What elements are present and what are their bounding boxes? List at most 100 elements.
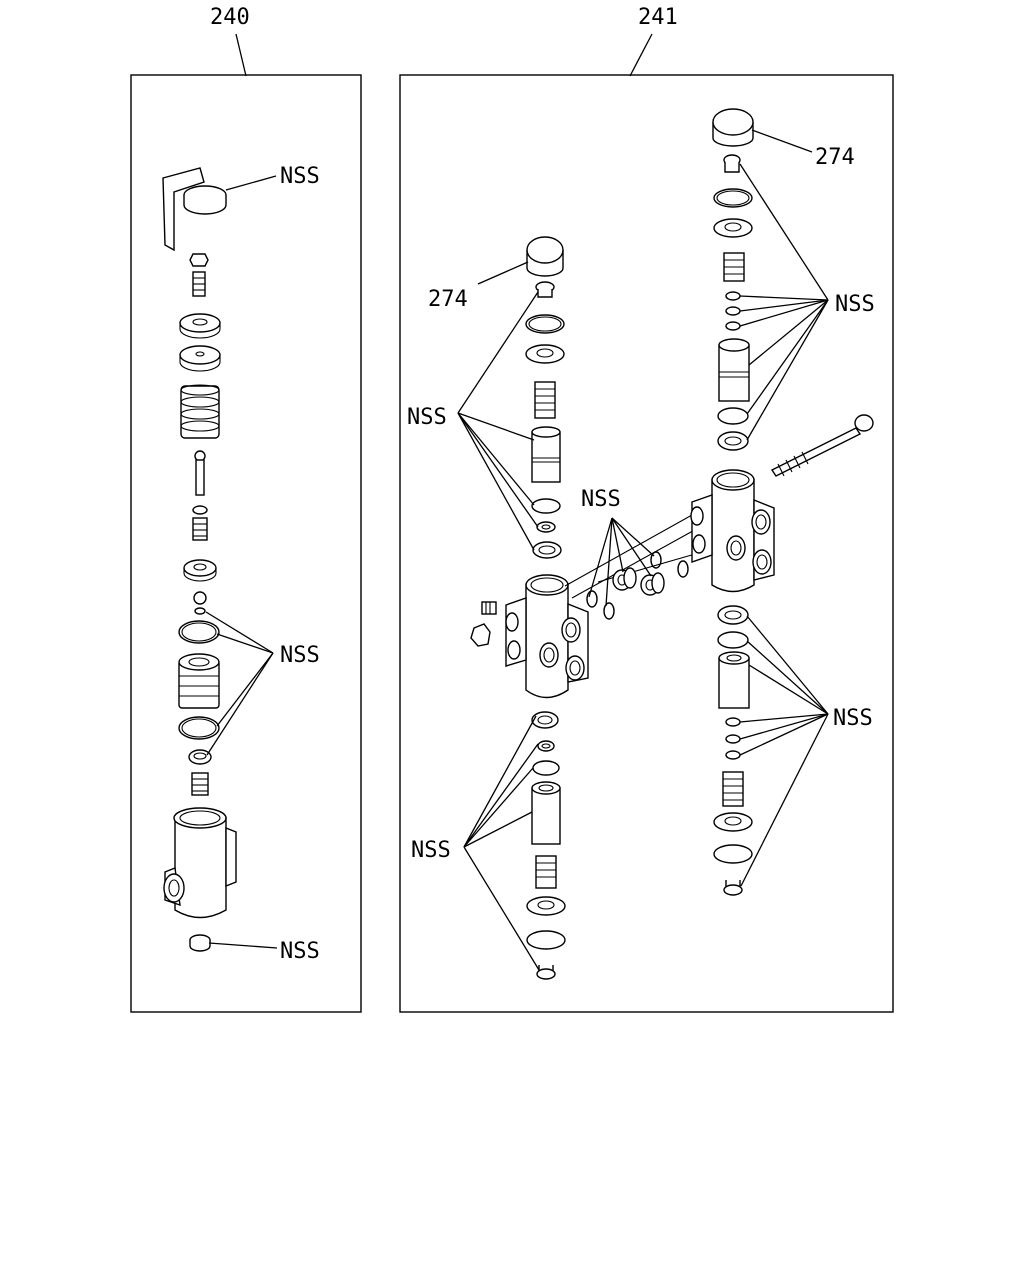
bushing-right-upper-part xyxy=(717,431,749,451)
ring-left-lower-part xyxy=(526,930,566,950)
leader-nss-lr-7 xyxy=(740,713,829,887)
plug-right-upper-part xyxy=(723,154,741,173)
o-ring-upper-part xyxy=(178,620,220,644)
leader-274-left xyxy=(477,261,529,285)
oring-left-lower-part xyxy=(532,760,560,776)
leader-nss-ul-1 xyxy=(457,291,539,414)
seal-left-lower-part xyxy=(537,740,555,752)
leader-nss-ll-1 xyxy=(463,715,537,848)
leader-nss-c-5 xyxy=(611,517,655,557)
ring-right-1-inner xyxy=(716,190,750,206)
leader-nss-ur-2 xyxy=(739,295,829,301)
small-ring-right-3 xyxy=(725,321,741,331)
washer-left-lower-part xyxy=(526,896,566,916)
nss-label-cap: NSS xyxy=(280,164,320,189)
leader-nss-ur-5 xyxy=(748,299,829,366)
retainer-part xyxy=(183,559,217,582)
oring-right-upper-part xyxy=(717,407,749,425)
plug-right-lower-part xyxy=(723,880,743,896)
main-spring-part xyxy=(180,384,220,439)
plug-left-upper-part xyxy=(535,281,555,298)
oring-right-lower-part xyxy=(717,631,749,649)
leader-nss-lr-2 xyxy=(746,640,829,715)
leader-oring-small xyxy=(205,611,274,654)
oring-left-upper-part xyxy=(531,498,561,514)
washer-part xyxy=(179,313,221,339)
valve-body-left-part xyxy=(505,574,589,699)
valve-body-right-part xyxy=(690,469,775,593)
panel-240-leader xyxy=(235,33,247,77)
leader-nss-ur-7 xyxy=(746,299,829,441)
small-o-ring-part xyxy=(194,607,206,615)
small-spring-part xyxy=(192,271,206,297)
leader-nss-ul-3 xyxy=(457,412,535,506)
leader-nss-ur-3 xyxy=(739,299,829,312)
leader-nss-ll-4 xyxy=(463,811,533,848)
small-ring-right-2 xyxy=(725,306,741,316)
nss-label-seals: NSS xyxy=(280,643,320,668)
spring-right-lower-part xyxy=(722,771,744,807)
nss-label-plug: NSS xyxy=(280,939,320,964)
small-ring-right-6 xyxy=(725,750,741,760)
leader-nss-ll-3 xyxy=(463,767,534,848)
seal-part xyxy=(188,749,212,765)
small-ring-right-1 xyxy=(725,291,741,301)
cap-clip-part xyxy=(162,167,227,252)
bushing-left-lower-part xyxy=(531,711,559,729)
nss-label-lower-left: NSS xyxy=(411,838,451,863)
o-ring-upper-inner xyxy=(181,622,217,642)
nss-label-lower-right: NSS xyxy=(833,706,873,731)
leader-nss-lr-6 xyxy=(739,713,829,756)
bushing-left-upper-part xyxy=(532,541,562,559)
nss-label-upper-left: NSS xyxy=(407,405,447,430)
spring-left-upper-part xyxy=(534,381,556,419)
ring-left-1-inner xyxy=(528,316,562,332)
ring-left-1-part xyxy=(525,314,565,334)
leader-oring-upper xyxy=(216,633,274,654)
leader-seal xyxy=(206,652,274,756)
bottom-plug-part xyxy=(189,934,211,952)
panel-241-frame xyxy=(399,74,894,1013)
leader-nss-lr-3 xyxy=(748,664,829,715)
panel-241-number: 241 xyxy=(638,5,678,30)
panel-241-leader xyxy=(629,33,653,77)
part-274-label-left: 274 xyxy=(428,287,468,312)
valve-stem-part xyxy=(194,450,206,496)
leader-nss-lr-1 xyxy=(746,615,829,715)
o-ring-lower-part xyxy=(178,716,220,740)
o-ring-lower-inner xyxy=(181,718,217,738)
plug-left-lower-part xyxy=(536,965,556,980)
leader-nss-lr-4 xyxy=(739,713,829,723)
third-small-spring-part xyxy=(191,772,209,796)
nut-part xyxy=(189,253,209,267)
piston-left-lower-part xyxy=(531,781,561,845)
leader-274-right xyxy=(751,129,813,153)
leader-nss-ur-6 xyxy=(746,299,829,415)
panel-240-parts: NSS NSS NSS xyxy=(162,164,320,964)
piston-right-upper-part xyxy=(718,338,750,402)
washer-right-lower-part xyxy=(713,812,753,832)
spring-seat-part xyxy=(179,345,221,372)
leader-nss-ul-4 xyxy=(457,412,539,528)
panel-240-frame xyxy=(130,74,362,1013)
panel-241-parts: 274 274 NSS NSS NSS NSS NSS xyxy=(407,108,875,980)
leader-nss-ll-2 xyxy=(463,743,539,848)
leader-nss-ul-2 xyxy=(457,412,535,441)
small-nut-part xyxy=(192,505,208,515)
leader-nss-c-4 xyxy=(611,517,652,577)
ring-right-1-part xyxy=(713,188,753,208)
panel-240-number: 240 xyxy=(210,5,250,30)
ring-right-lower-part xyxy=(713,844,753,864)
leader-nss-ur-1 xyxy=(739,163,829,301)
leader-nss-c-1 xyxy=(588,517,613,598)
piston-part xyxy=(178,653,220,709)
nss-label-upper-right: NSS xyxy=(835,292,875,317)
seal-left-upper-part xyxy=(536,521,556,533)
cap-274-left-part xyxy=(526,236,564,277)
leader-nss-ll-5 xyxy=(463,846,540,971)
leader-cap-nss xyxy=(225,175,277,191)
valve-body-240-part xyxy=(163,807,237,919)
side-screw-part xyxy=(481,601,497,615)
